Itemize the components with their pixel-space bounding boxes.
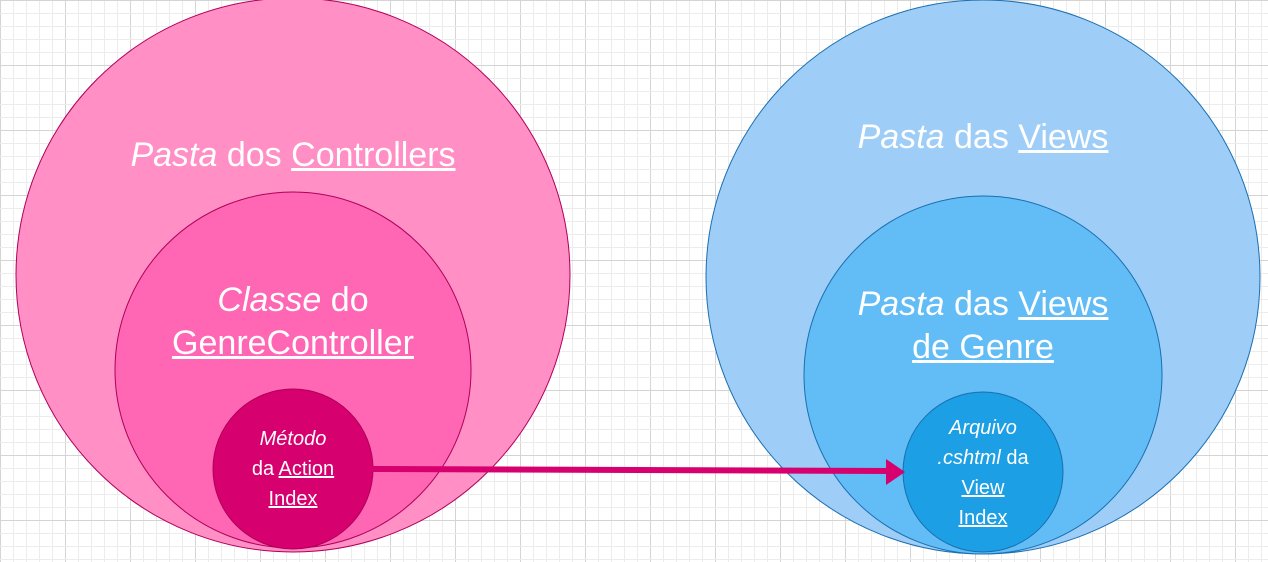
controllers-folder-link[interactable]: Controllers xyxy=(291,136,456,174)
action-link[interactable]: Action xyxy=(278,458,335,480)
index-action-link[interactable]: Index xyxy=(268,488,318,510)
genre-controller-class-label: Classe do GenreController xyxy=(172,279,414,364)
class-italic: Classe xyxy=(217,281,322,319)
arrow-right-icon xyxy=(886,459,905,485)
cshtml-plain: da xyxy=(1000,447,1029,469)
genre-views-link[interactable]: Views xyxy=(1018,285,1109,323)
de-genre-link[interactable]: de Genre xyxy=(912,327,1054,366)
views-folder-label: Pasta das Views xyxy=(858,116,1109,159)
genre-views-folder-label: Pasta das Views de Genre xyxy=(858,283,1109,368)
action-index-method-label: Método da Action Index xyxy=(252,424,334,514)
views-folder-link[interactable]: Views xyxy=(1018,118,1109,156)
file-italic: Arquivo xyxy=(949,417,1017,439)
genre-controller-link[interactable]: GenreController xyxy=(172,323,414,362)
genre-views-italic: Pasta xyxy=(857,285,945,323)
cshtml-italic: .cshtml xyxy=(937,447,1001,469)
method-italic: Método xyxy=(259,428,327,450)
index-view-link[interactable]: Index xyxy=(958,507,1008,529)
views-folder-italic: Pasta xyxy=(857,118,945,156)
genre-views-plain: das xyxy=(944,285,1019,323)
controllers-folder-italic: Pasta xyxy=(130,136,218,174)
controllers-folder-plain: dos xyxy=(217,136,292,174)
controllers-folder-label: Pasta dos Controllers xyxy=(130,134,455,177)
index-view-file-label: Arquivo .cshtml da View Index xyxy=(937,413,1028,533)
arrow-line[interactable] xyxy=(371,466,891,474)
views-folder-plain: das xyxy=(944,118,1019,156)
action-plain: da xyxy=(251,458,279,480)
view-link[interactable]: View xyxy=(961,477,1005,499)
class-plain: do xyxy=(321,281,369,319)
